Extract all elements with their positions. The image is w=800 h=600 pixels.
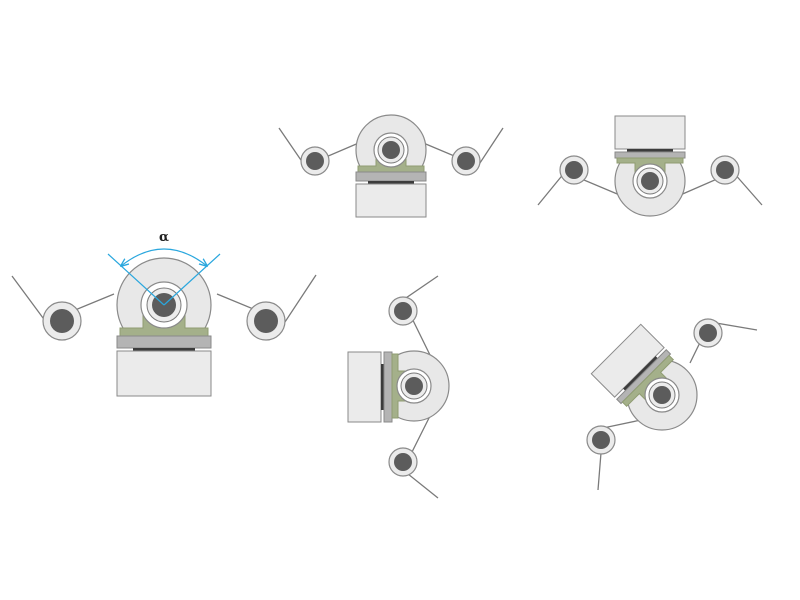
config-top-middle bbox=[278, 114, 504, 218]
idler-roller-bottom bbox=[388, 447, 418, 477]
shaft bbox=[405, 377, 423, 395]
friction-pad bbox=[623, 356, 658, 391]
idler-roller-right bbox=[246, 301, 286, 341]
friction-pad bbox=[368, 181, 414, 184]
base-block bbox=[355, 183, 427, 218]
idler-roller-top bbox=[693, 318, 723, 348]
base-block bbox=[347, 351, 382, 423]
base-block bbox=[116, 350, 212, 397]
friction-pad bbox=[381, 364, 384, 410]
base-block bbox=[614, 115, 686, 150]
mount-plate bbox=[614, 151, 686, 159]
idler-roller-bottom bbox=[586, 425, 616, 455]
config-tilted bbox=[586, 318, 758, 491]
shaft bbox=[382, 141, 400, 159]
friction-pad bbox=[627, 149, 673, 152]
config-main: α bbox=[11, 230, 317, 397]
mount-plate bbox=[383, 351, 393, 423]
idler-roller-left bbox=[559, 155, 589, 185]
wrap-angle-indicator: α bbox=[107, 230, 221, 306]
angle-arc bbox=[121, 248, 207, 266]
idler-roller-left bbox=[42, 301, 82, 341]
idler-roller-top bbox=[388, 296, 418, 326]
friction-pad bbox=[133, 348, 195, 351]
angle-label: α bbox=[159, 230, 169, 245]
config-top-right bbox=[537, 115, 763, 217]
mount-plate bbox=[355, 171, 427, 182]
config-vertical bbox=[347, 275, 450, 499]
idler-roller-left bbox=[300, 146, 330, 176]
idler-roller-right bbox=[451, 146, 481, 176]
idler-roller-right bbox=[710, 155, 740, 185]
shaft bbox=[641, 172, 659, 190]
shaft bbox=[653, 386, 671, 404]
mount-plate bbox=[116, 335, 212, 349]
